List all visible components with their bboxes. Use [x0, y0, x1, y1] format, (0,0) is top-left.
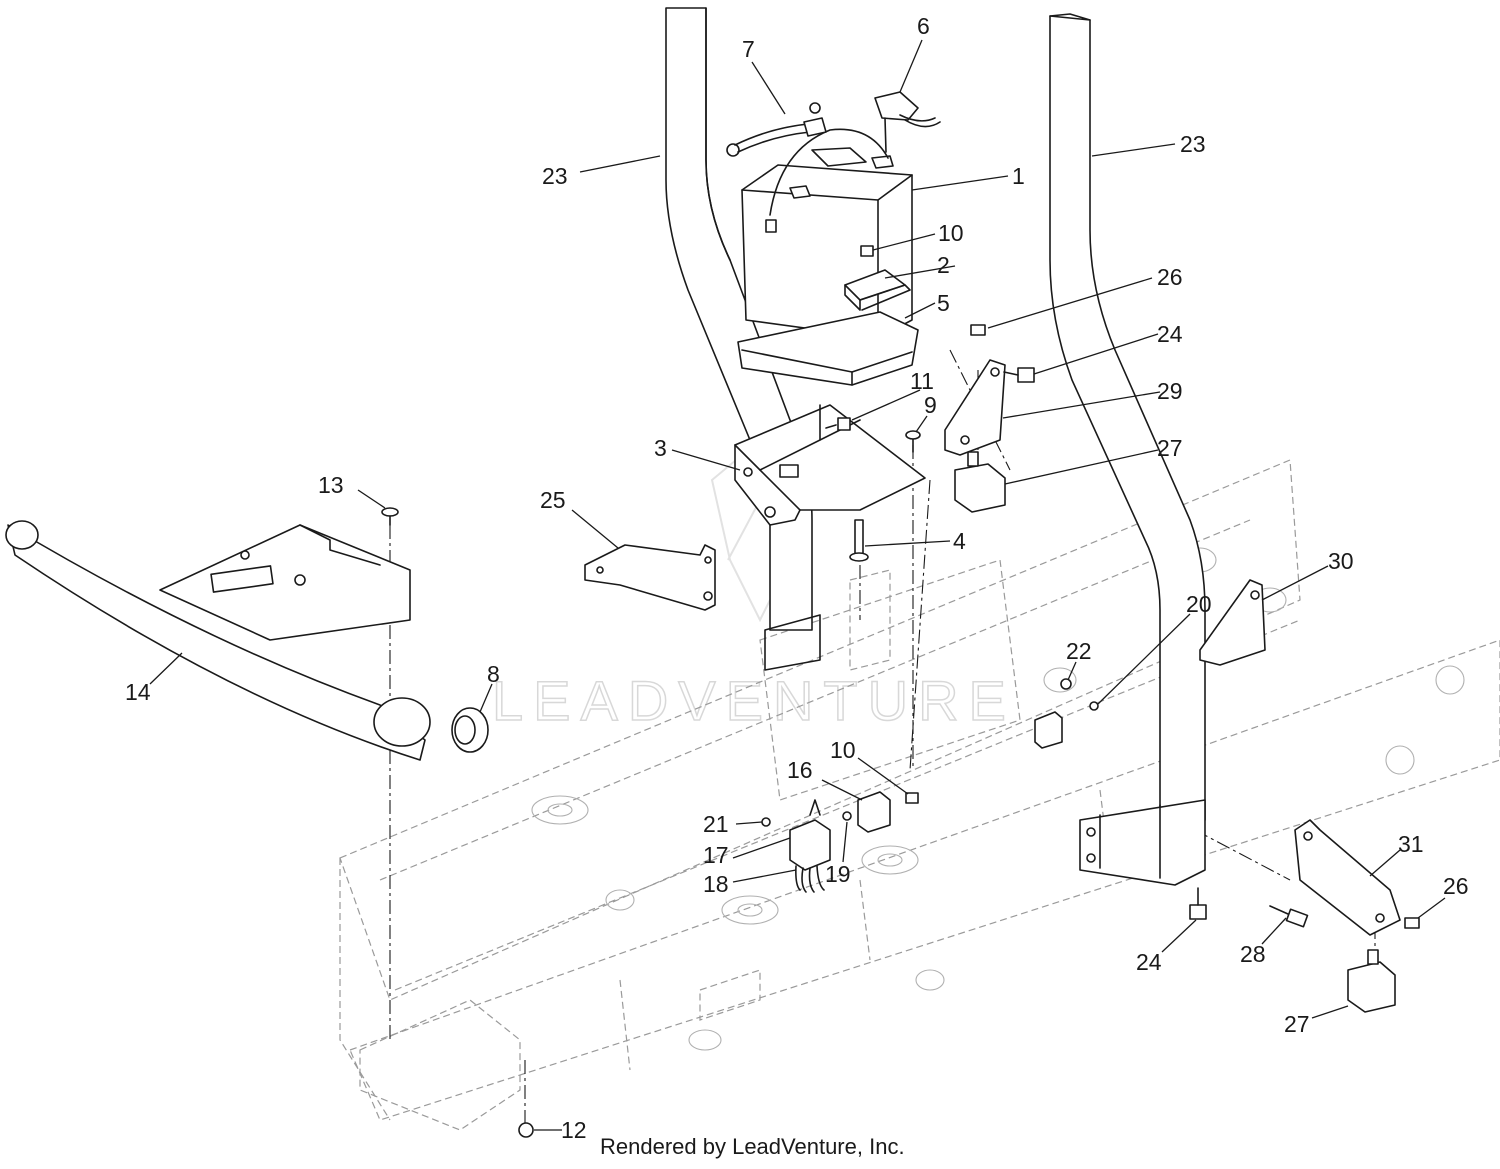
bolt-24-top [1003, 367, 1035, 383]
screw-19 [842, 811, 852, 821]
watermark: LEADVENTURE [491, 438, 1016, 733]
pin-13 [381, 507, 399, 526]
front-bumper [5, 520, 431, 761]
callout-28: 28 [1240, 941, 1266, 967]
isolator-27-top [954, 451, 1006, 513]
bolt-24-bottom [1189, 887, 1207, 920]
nut-10-bottom [905, 792, 919, 804]
relay-17 [789, 799, 831, 871]
rops-tube-left-foot [764, 614, 821, 671]
callout-8: 8 [487, 661, 500, 687]
battery-tray [737, 311, 919, 386]
rops-foot-plate [1079, 799, 1206, 886]
callout-12: 12 [561, 1117, 587, 1143]
callout-16: 16 [787, 757, 813, 783]
nut-10-top [860, 245, 874, 257]
callout-17: 17 [703, 842, 729, 868]
callouts: 23 7 6 23 1 10 2 26 5 24 11 29 9 3 27 13… [125, 13, 1469, 1143]
leader-lines [149, 39, 1446, 1131]
callout-22: 22 [1066, 638, 1092, 664]
callout-27-top: 27 [1157, 435, 1183, 461]
callout-30: 30 [1328, 548, 1354, 574]
callout-21: 21 [703, 811, 729, 837]
nut-12 [518, 1122, 534, 1138]
positive-cable [874, 91, 941, 153]
bracket-25 [584, 544, 716, 611]
rops-tube-right [1049, 15, 1206, 821]
callout-20: 20 [1186, 591, 1212, 617]
callout-18: 18 [703, 871, 729, 897]
nut-26-top [970, 324, 986, 336]
isolator-27-bottom [1347, 949, 1396, 1013]
wire-harness-18 [795, 865, 825, 893]
callout-24-top: 24 [1157, 321, 1183, 347]
callout-24-bottom: 24 [1136, 949, 1162, 975]
callout-4: 4 [953, 528, 966, 554]
rops-tube-left-edge [705, 7, 731, 261]
callout-1: 1 [1012, 163, 1025, 189]
callout-10-top: 10 [938, 220, 964, 246]
callout-25: 25 [540, 487, 566, 513]
watermark-text: LEADVENTURE [492, 669, 1016, 732]
callout-5: 5 [937, 290, 950, 316]
callout-27-bottom: 27 [1284, 1011, 1310, 1037]
callout-13: 13 [318, 472, 344, 498]
bolt-11 [825, 417, 851, 431]
bolt-28 [1269, 905, 1309, 928]
callout-31: 31 [1398, 831, 1424, 857]
rops-tube-right-top [1049, 13, 1091, 21]
nut-26-bottom [1404, 917, 1420, 929]
rendered-by-footer: Rendered by LeadVenture, Inc. [600, 1134, 905, 1159]
callout-29: 29 [1157, 378, 1183, 404]
bracket-31 [1294, 819, 1401, 936]
callout-23-right: 23 [1180, 131, 1206, 157]
callout-9: 9 [924, 392, 937, 418]
callout-7: 7 [742, 36, 755, 62]
callout-10-bottom: 10 [830, 737, 856, 763]
bracket-29 [944, 359, 1006, 456]
negative-cable [726, 102, 827, 157]
relay-connector [1034, 711, 1063, 749]
callout-14: 14 [125, 679, 151, 705]
callout-2: 2 [937, 252, 950, 278]
nut-22 [1060, 678, 1072, 690]
callout-3: 3 [654, 435, 667, 461]
battery [741, 128, 913, 339]
callout-23-left: 23 [542, 163, 568, 189]
mower-frame-ghost [339, 459, 1500, 1131]
bolt-4 [849, 519, 869, 562]
relay-16 [857, 791, 891, 833]
screw-21 [761, 817, 771, 827]
bracket-30 [1199, 579, 1266, 666]
callout-6: 6 [917, 13, 930, 39]
screw-9 [905, 430, 921, 453]
callout-19: 19 [825, 861, 851, 887]
callout-11: 11 [910, 368, 934, 394]
callout-26-top: 26 [1157, 264, 1183, 290]
end-cap-8 [451, 707, 489, 753]
nut-20 [1089, 701, 1099, 711]
callout-26-bottom: 26 [1443, 873, 1469, 899]
